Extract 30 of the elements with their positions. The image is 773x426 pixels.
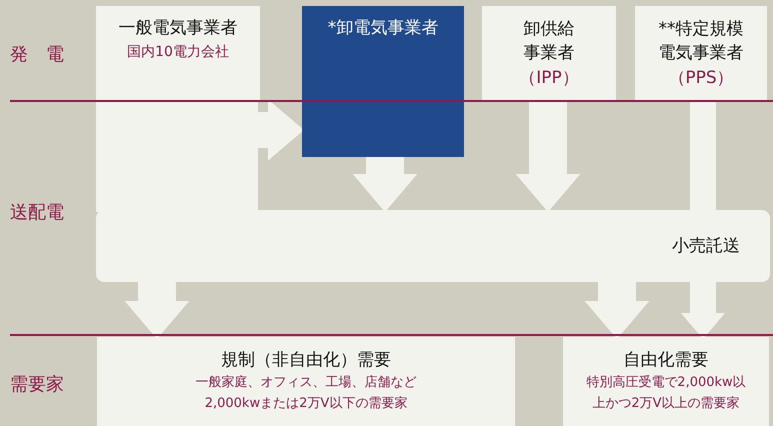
box-title: 卸供給事業者 <box>522 18 576 66</box>
entity-box <box>97 337 515 426</box>
box-subtitle: （PPS） <box>668 66 734 90</box>
row-label: 需要家 <box>10 373 64 396</box>
box-title: 小売託送 <box>672 234 740 258</box>
block-arrow <box>258 99 304 161</box>
entity-box <box>635 6 767 101</box>
box-title: **特定規模電気事業者 <box>657 18 744 66</box>
entity-box <box>563 337 769 426</box>
entity-box <box>96 6 260 101</box>
row-label: 発 電 <box>10 43 64 66</box>
box-title: 自由化需要 <box>624 349 708 372</box>
box-title: *卸電気事業者 <box>328 17 438 40</box>
transmission-band <box>96 210 770 282</box>
block-arrow <box>690 101 716 212</box>
entity-box <box>482 6 616 101</box>
block-arrow <box>516 101 580 212</box>
box-title: 規制（非自由化）需要 <box>221 349 391 372</box>
box-subtitle: （IPP） <box>519 66 579 90</box>
box-note: 国内10電力会社 <box>127 42 229 62</box>
box-note: 特別高圧受電で2,000kw以上かつ2万V以上の需要家 <box>585 374 747 413</box>
box-note: 一般家庭、オフィス、工場、店舗など2,000kwまたは2万V以下の需要家 <box>194 374 418 413</box>
entity-box <box>302 6 464 157</box>
block-arrow <box>584 282 650 339</box>
block-arrow <box>352 157 418 212</box>
block-arrow <box>680 282 726 339</box>
row-label: 送配電 <box>10 201 64 224</box>
box-title: 一般電気事業者 <box>118 17 238 40</box>
block-arrow <box>124 282 190 339</box>
connector-band <box>96 101 258 212</box>
